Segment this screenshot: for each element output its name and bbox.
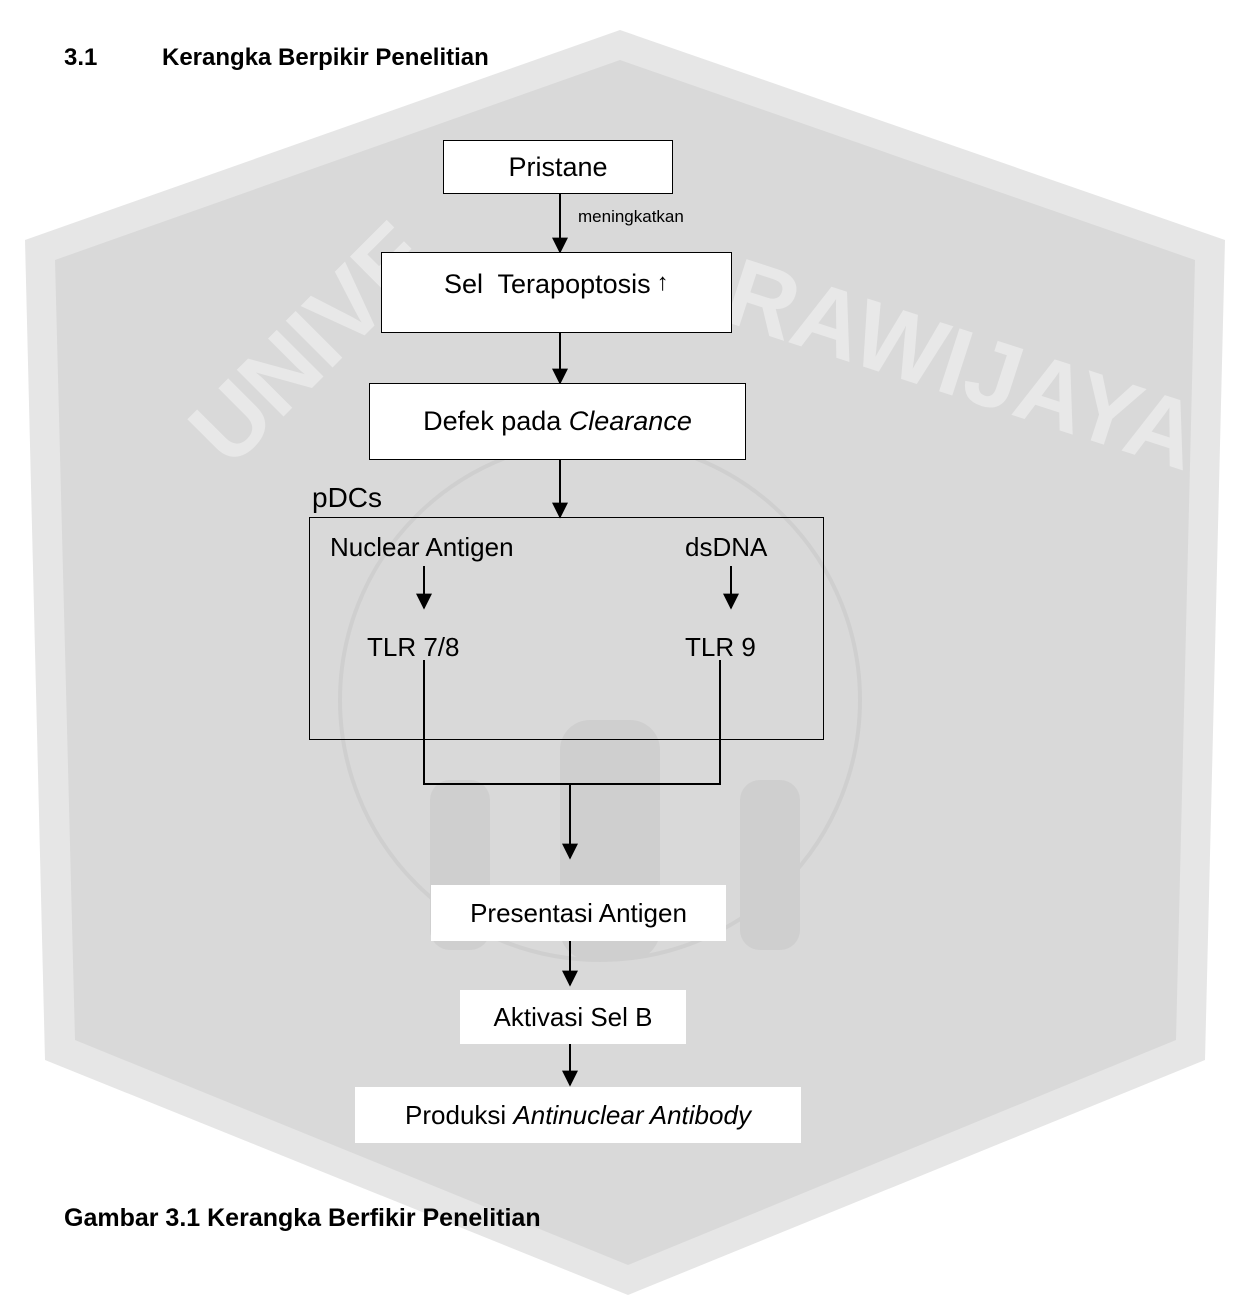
node-tlr-78: TLR 7/8: [367, 632, 460, 662]
section-number: 3.1: [64, 44, 98, 71]
figure-caption: Gambar 3.1 Kerangka Berfikir Penelitian: [64, 1204, 541, 1232]
edge-label-meningkatkan: meningkatkan: [578, 207, 684, 226]
node-presentasi-label: Presentasi Antigen: [470, 897, 687, 928]
node-aktivasi-sel-b: Aktivasi Sel B: [460, 990, 686, 1044]
pdcs-label: pDCs: [312, 482, 383, 513]
node-sel-terapoptosis-label: Sel Terapoptosis: [444, 269, 651, 299]
node-produksi-italic: Antinuclear Antibody: [513, 1099, 751, 1130]
section-heading: 3.1 Kerangka Berpikir Penelitian: [64, 44, 489, 72]
up-arrow-icon: ↑: [656, 269, 669, 296]
node-tlr-9: TLR 9: [685, 632, 756, 662]
node-presentasi-antigen: Presentasi Antigen: [431, 885, 726, 941]
node-pdcs-container: [309, 517, 824, 740]
node-produksi-ana: Produksi Antinuclear Antibody: [355, 1087, 801, 1143]
node-sel-terapoptosis: Sel Terapoptosis ↑: [381, 252, 732, 333]
node-defek-clearance: Defek pada Clearance: [369, 383, 746, 460]
node-pristane-label: Pristane: [508, 151, 608, 182]
node-defek-label: Defek pada: [423, 406, 569, 436]
node-pristane: Pristane: [443, 140, 673, 194]
node-produksi-label: Produksi: [405, 1099, 514, 1130]
connector-tlr-merge: [423, 660, 721, 785]
node-defek-italic: Clearance: [568, 406, 692, 436]
node-dsdna: dsDNA: [685, 532, 768, 562]
node-aktivasi-label: Aktivasi Sel B: [493, 1001, 653, 1032]
node-nuclear-antigen: Nuclear Antigen: [330, 532, 514, 562]
section-title: Kerangka Berpikir Penelitian: [162, 44, 489, 71]
